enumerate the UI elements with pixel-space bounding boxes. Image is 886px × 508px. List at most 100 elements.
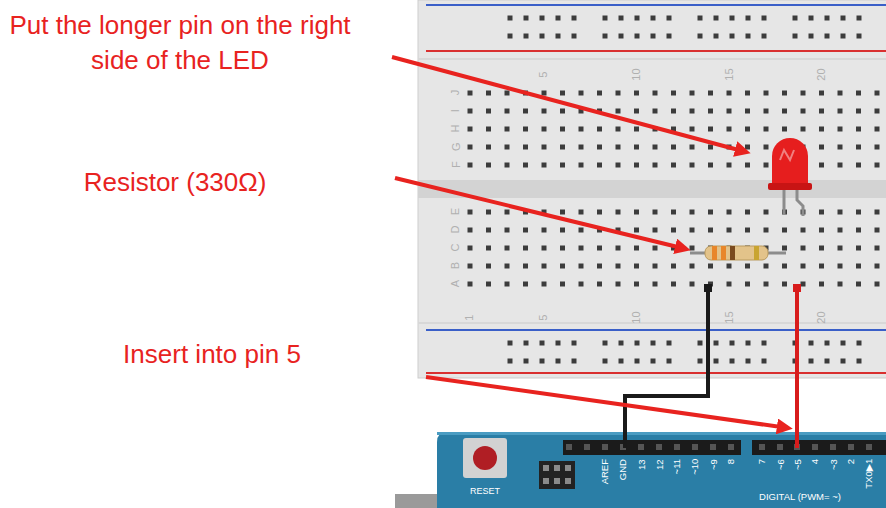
hole: [782, 246, 787, 251]
hole: [486, 210, 491, 215]
hole: [708, 163, 713, 168]
icsp-pin: [554, 465, 560, 471]
hole: [690, 210, 695, 215]
hole: [819, 246, 824, 251]
hole: [764, 264, 769, 269]
hole: [653, 264, 658, 269]
hole: [468, 109, 473, 114]
hole: [819, 228, 824, 233]
reset-button-base: [463, 438, 507, 478]
header-pin: [728, 444, 734, 450]
hole: [560, 246, 565, 251]
hole: [762, 359, 767, 364]
hole: [690, 145, 695, 150]
hole: [764, 228, 769, 233]
hole: [572, 16, 577, 21]
hole: [486, 127, 491, 132]
hole: [560, 91, 565, 96]
hole: [486, 91, 491, 96]
row-letter: J: [449, 90, 462, 96]
hole: [708, 210, 713, 215]
hole: [764, 163, 769, 168]
column-number: 5: [537, 315, 550, 321]
row-letter: I: [449, 109, 462, 112]
hole: [745, 145, 750, 150]
pin-name: ~11: [671, 459, 682, 474]
column-number: 15: [722, 312, 735, 324]
hole: [708, 127, 713, 132]
hole: [616, 145, 621, 150]
hole: [875, 109, 880, 114]
hole: [616, 264, 621, 269]
hole: [540, 34, 545, 39]
hole: [801, 127, 806, 132]
hole: [856, 109, 861, 114]
pin-header: [752, 440, 886, 455]
hole: [698, 16, 703, 21]
hole: [597, 264, 602, 269]
icsp-pins: [543, 465, 571, 484]
hole: [505, 210, 510, 215]
hole: [634, 282, 639, 287]
hole: [801, 282, 806, 287]
hole: [671, 145, 676, 150]
hole: [690, 282, 695, 287]
hole: [671, 109, 676, 114]
header-pin: [777, 444, 783, 450]
icsp-pin: [565, 465, 571, 471]
pin-header: [563, 440, 741, 455]
hole: [698, 359, 703, 364]
hole: [856, 246, 861, 251]
row-letter: H: [449, 125, 462, 133]
hole: [857, 341, 862, 346]
icsp-pin: [565, 478, 571, 484]
rail-divider: [418, 58, 886, 60]
hole: [857, 359, 862, 364]
hole: [730, 16, 735, 21]
hole: [597, 91, 602, 96]
hole: [634, 246, 639, 251]
hole: [468, 246, 473, 251]
hole: [579, 264, 584, 269]
hole: [560, 163, 565, 168]
hole: [793, 16, 798, 21]
hole: [505, 264, 510, 269]
hole: [671, 264, 676, 269]
hole: [856, 264, 861, 269]
led-leg: [797, 190, 803, 216]
hole: [801, 264, 806, 269]
hole: [579, 127, 584, 132]
header-pins: [566, 444, 872, 450]
hole: [468, 91, 473, 96]
hole: [486, 109, 491, 114]
hole: [838, 282, 843, 287]
hole: [838, 210, 843, 215]
hole: [782, 91, 787, 96]
hole: [841, 16, 846, 21]
pin-name: ~5: [791, 459, 802, 470]
hole: [505, 163, 510, 168]
hole: [714, 341, 719, 346]
hole: [782, 127, 787, 132]
hole: [505, 127, 510, 132]
hole: [524, 34, 529, 39]
hole: [619, 16, 624, 21]
hole: [560, 127, 565, 132]
hole: [838, 246, 843, 251]
hole: [762, 34, 767, 39]
pin-name: 12: [653, 459, 664, 470]
hole: [730, 359, 735, 364]
hole: [523, 163, 528, 168]
leader-arrow: [426, 377, 788, 428]
hole: [560, 210, 565, 215]
header-pin: [566, 444, 572, 450]
hole: [542, 163, 547, 168]
hole: [653, 210, 658, 215]
hole: [634, 127, 639, 132]
hole: [727, 163, 732, 168]
hole: [745, 127, 750, 132]
leader-arrow: [395, 178, 686, 249]
hole: [556, 359, 561, 364]
